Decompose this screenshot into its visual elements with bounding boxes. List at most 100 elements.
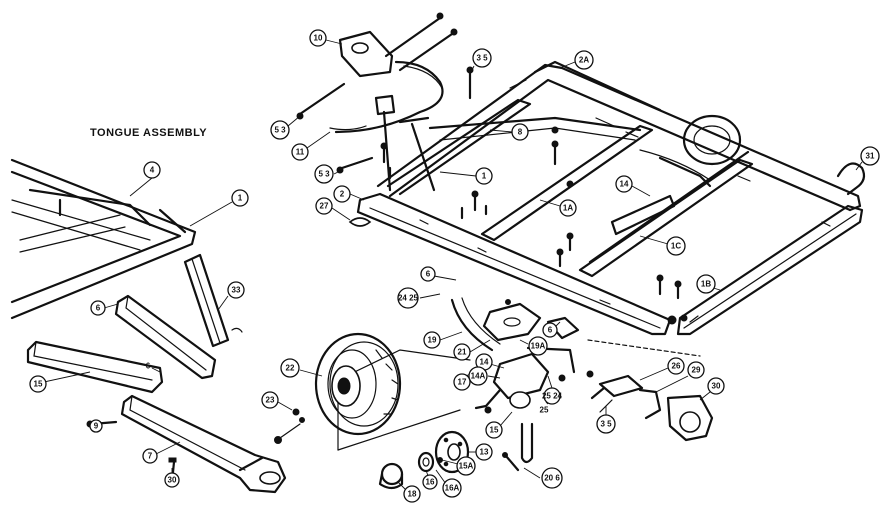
tongue-bar-4 bbox=[120, 394, 287, 494]
svg-text:10: 10 bbox=[314, 34, 323, 43]
part-27 bbox=[348, 217, 372, 227]
callout-1-tongue: 1 bbox=[189, 189, 249, 227]
callout-15-hub: 15 bbox=[485, 411, 513, 439]
tongue-upright-33 bbox=[183, 253, 230, 348]
svg-text:2A: 2A bbox=[579, 56, 589, 65]
svg-text:17: 17 bbox=[458, 378, 467, 387]
svg-text:6: 6 bbox=[426, 270, 431, 279]
callout-11: 11 bbox=[291, 131, 331, 161]
svg-text:19A: 19A bbox=[531, 342, 546, 351]
svg-text:22: 22 bbox=[286, 364, 295, 373]
callout-24-25: 24 25 bbox=[397, 287, 441, 309]
callout-18: 18 bbox=[397, 481, 421, 503]
callout-3-5-top: 3 5 bbox=[469, 48, 492, 75]
callout-6-tongue: 6 bbox=[146, 362, 161, 373]
svg-text:31: 31 bbox=[866, 152, 875, 161]
callout-25-24: 25 24 bbox=[542, 375, 563, 405]
svg-text:1: 1 bbox=[482, 172, 487, 181]
svg-text:24 25: 24 25 bbox=[398, 294, 419, 303]
callout-29: 29 bbox=[655, 361, 705, 393]
callout-1-frame: 1 bbox=[439, 167, 493, 185]
svg-text:5 3: 5 3 bbox=[318, 170, 330, 179]
callout-33: 33 bbox=[217, 281, 245, 311]
callout-3-5-bottom: 3 5 bbox=[596, 406, 616, 434]
callout-9: 9 bbox=[89, 419, 103, 433]
bolt-5-3-mid bbox=[336, 156, 374, 174]
main-frame bbox=[356, 60, 866, 336]
svg-text:2: 2 bbox=[340, 190, 345, 199]
callout-2: 2 bbox=[333, 185, 365, 203]
svg-text:21: 21 bbox=[458, 348, 467, 357]
svg-text:33: 33 bbox=[232, 286, 241, 295]
callout-30-left: 30 bbox=[164, 468, 180, 488]
callout-6-top: 6 bbox=[420, 266, 457, 282]
svg-text:1C: 1C bbox=[671, 242, 681, 251]
callout-26: 26 bbox=[639, 357, 685, 381]
svg-text:20 6: 20 6 bbox=[544, 474, 560, 483]
svg-text:13: 13 bbox=[480, 448, 489, 457]
reference-line bbox=[587, 339, 701, 357]
svg-text:16: 16 bbox=[426, 478, 435, 487]
svg-text:15: 15 bbox=[490, 426, 499, 435]
callout-14-right: 14 bbox=[615, 175, 651, 197]
wiring-harness-11 bbox=[329, 60, 444, 134]
svg-text:25 24: 25 24 bbox=[542, 392, 563, 401]
callout-27: 27 bbox=[315, 197, 351, 221]
axle-bolts bbox=[274, 299, 594, 444]
svg-text:14: 14 bbox=[480, 358, 489, 367]
callout-15a: 15A bbox=[441, 456, 476, 476]
svg-text:18: 18 bbox=[408, 490, 417, 499]
angle-brace-6 bbox=[114, 294, 217, 380]
tongue-frame bbox=[10, 158, 197, 320]
svg-text:19: 19 bbox=[428, 336, 437, 345]
tire-22 bbox=[314, 332, 402, 436]
svg-text:4: 4 bbox=[150, 166, 155, 175]
frame-bolts bbox=[380, 66, 682, 300]
svg-text:23: 23 bbox=[266, 396, 275, 405]
callout-19: 19 bbox=[423, 331, 463, 349]
wheel-plate-30 bbox=[666, 394, 714, 442]
svg-text:30: 30 bbox=[168, 476, 177, 485]
svg-text:8: 8 bbox=[518, 128, 523, 137]
callout-31: 31 bbox=[855, 146, 880, 171]
tongue-assembly-title: TONGUE ASSEMBLY bbox=[90, 127, 207, 139]
svg-text:26: 26 bbox=[672, 362, 681, 371]
svg-text:5 3: 5 3 bbox=[274, 126, 286, 135]
callout-6-left: 6 bbox=[90, 300, 119, 316]
svg-text:7: 7 bbox=[148, 452, 153, 461]
callout-1c: 1C bbox=[639, 235, 686, 256]
svg-text:16A: 16A bbox=[445, 484, 460, 493]
svg-text:27: 27 bbox=[320, 202, 329, 211]
svg-text:3 5: 3 5 bbox=[476, 54, 488, 63]
svg-text:30: 30 bbox=[712, 382, 721, 391]
svg-text:3 5: 3 5 bbox=[600, 420, 612, 429]
callout-5-3-left: 5 3 bbox=[270, 115, 301, 140]
svg-text:6: 6 bbox=[146, 362, 151, 371]
svg-text:11: 11 bbox=[296, 148, 305, 157]
svg-text:25: 25 bbox=[540, 406, 549, 415]
callout-16: 16 bbox=[422, 469, 438, 490]
callout-17: 17 bbox=[453, 373, 471, 391]
callout-21: 21 bbox=[453, 339, 491, 361]
callout-1b: 1B bbox=[696, 274, 721, 294]
long-bolt-5-3 bbox=[296, 82, 346, 120]
callout-25: 25 bbox=[540, 401, 549, 415]
spindle-assembly bbox=[337, 297, 580, 472]
svg-text:9: 9 bbox=[94, 422, 99, 431]
svg-text:6: 6 bbox=[96, 304, 101, 313]
callout-16a: 16A bbox=[435, 469, 462, 498]
callout-10: 10 bbox=[309, 29, 343, 47]
svg-text:15: 15 bbox=[34, 380, 43, 389]
svg-text:1: 1 bbox=[238, 194, 243, 203]
callout-5-3-mid: 5 3 bbox=[314, 164, 343, 184]
clip-33 bbox=[231, 327, 243, 333]
svg-text:29: 29 bbox=[692, 366, 701, 375]
svg-text:14: 14 bbox=[620, 180, 629, 189]
callout-19a: 19A bbox=[519, 336, 548, 356]
callout-14a: 14A bbox=[468, 366, 501, 386]
dust-cap-18 bbox=[378, 462, 404, 490]
callout-7: 7 bbox=[142, 441, 181, 464]
svg-text:1B: 1B bbox=[701, 280, 711, 289]
